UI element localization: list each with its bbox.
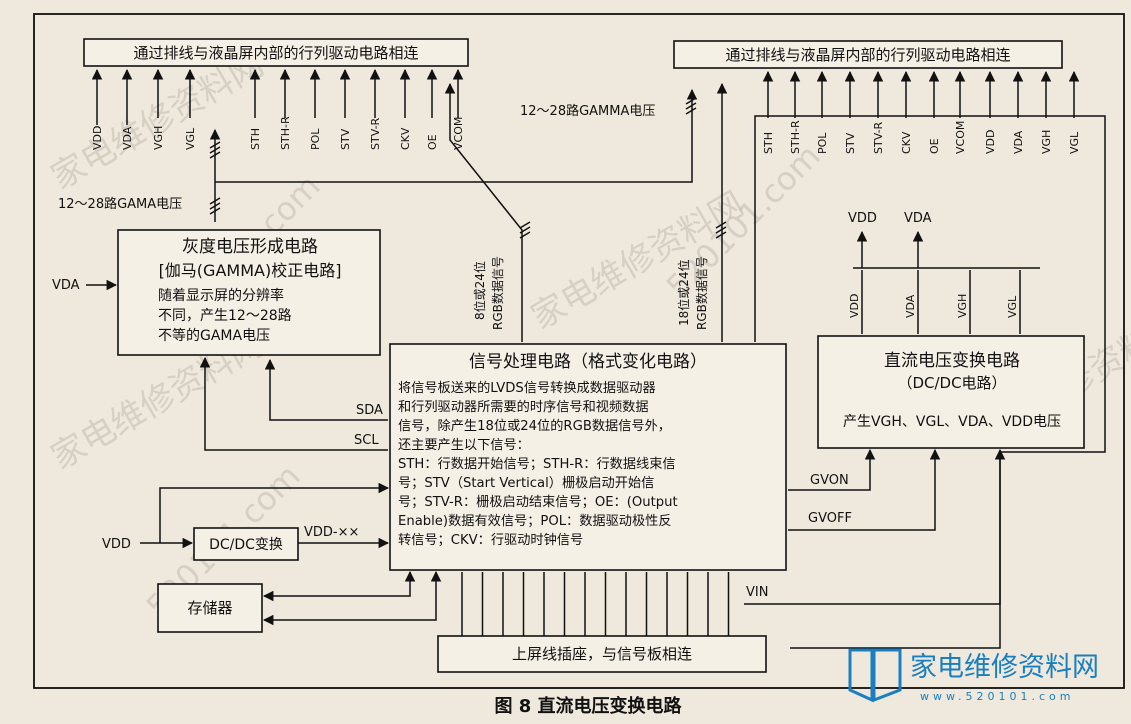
rgb-label-right-2: RGB数据信号 [694, 256, 709, 330]
gamma-box-subtitle: [伽马(GAMMA)校正电路] [159, 261, 342, 280]
right-pin-group: STH STH-R POL STV STV-R CKV OE VCOM VDD VDA VGH VGL [762, 70, 1081, 154]
out-vda-label: VDA [904, 211, 932, 226]
vin-label: VIN [746, 585, 768, 600]
site-logo: 家电维修资料网 www.520101.com [848, 648, 1099, 703]
left-pin-label: VDD [91, 126, 104, 150]
dcdc-box-title: 直流电压变换电路 [884, 351, 1020, 371]
rgb-bus-left [444, 82, 523, 342]
signal-box-line: 和行列驱动器所需要的时序信号和视频数据 [398, 399, 649, 415]
scl-line [199, 356, 388, 451]
dcdc-box [817, 335, 1085, 449]
scl-label: SCL [354, 433, 379, 448]
rgb-label-left-1: 8位或24位 [472, 261, 487, 320]
vin-line [744, 448, 1006, 605]
top-right-connector-label: 通过排线与液晶屏内部的行列驱动电路相连 [725, 46, 1010, 64]
signal-box-line: Enable)数据有效信号；POL：数据驱动极性反 [398, 513, 672, 529]
gvoff-line [788, 448, 941, 531]
right-pin-label: CKV [900, 131, 913, 154]
left-pin-label: VGH [152, 126, 165, 150]
bottom-bus-lines [461, 572, 730, 636]
right-pin-label: POL [816, 132, 829, 154]
right-pin-label: STH-R [789, 120, 802, 154]
gamma-label-right: 12～28路GAMMA电压 [520, 103, 655, 119]
right-pin-label: VDD [984, 130, 997, 154]
rgb-label-left-2: RGB数据信号 [490, 256, 505, 330]
dcdc-pin-group: VDD VDA VGH VGL [848, 270, 1021, 334]
signal-box-line: STH：行数据开始信号；STH-R：行数据线束信 [398, 456, 676, 472]
left-pin-label: OE [426, 134, 439, 150]
signal-box-description: 将信号板送来的LVDS信号转换成数据驱动器和行列驱动器所需要的时序信号和视频数据… [398, 380, 678, 548]
sda-label: SDA [356, 403, 383, 418]
right-bus-loop [754, 115, 1106, 649]
gamma-label-left: 12～28路GAMA电压 [58, 196, 182, 212]
top-right-connector-box [673, 40, 1063, 69]
outer-frame [33, 13, 1125, 689]
memory-box [157, 583, 263, 633]
memory-label: 存储器 [187, 599, 232, 617]
left-pin-label: CKV [399, 127, 412, 150]
gvoff-label: GVOFF [808, 511, 852, 526]
right-pin-label: STV-R [872, 121, 885, 154]
out-vdd-label: VDD [848, 211, 877, 226]
left-pin-label: VGL [184, 127, 197, 150]
right-pin-label: VGL [1068, 131, 1081, 154]
signal-box-line: 号；STV（Start Vertical）栅极启动开始信 [398, 475, 654, 491]
right-pin-label: VDA [1012, 130, 1025, 154]
right-pin-label: VGH [1040, 130, 1053, 154]
left-pin-label: POL [309, 128, 322, 150]
top-left-connector-label: 通过排线与液晶屏内部的行列驱动电路相连 [133, 44, 418, 62]
dcdc-pin-label: VGH [956, 294, 969, 318]
memory-line-2 [262, 570, 442, 626]
gvon-line [788, 448, 876, 491]
left-pin-label: STH [249, 128, 262, 150]
gamma-box-desc-1: 随着显示屏的分辨率 [158, 287, 284, 304]
right-pin-label: VCOM [954, 121, 967, 154]
gvon-label: GVON [810, 473, 849, 488]
dcdc-box-subtitle: （DC/DC电路） [897, 374, 1006, 392]
logo-url: www.520101.com [920, 690, 1074, 703]
bottom-connector-box [437, 635, 767, 673]
vdd-input-label: VDD [102, 537, 131, 552]
left-pin-stub [96, 118, 128, 125]
small-dcdc-label: DC/DC变换 [209, 536, 283, 553]
left-pin-group: VDD VDA VGH VGL STH STH-R POL STV STV-R CKV OE VCOM [91, 68, 465, 150]
right-pin-label: STH [762, 132, 775, 154]
dcdc-pin-label: VGL [1006, 295, 1019, 318]
vdd-direct-line [159, 482, 390, 543]
signal-box-line: 信号，除产生18位或24位的RGB数据信号外， [398, 418, 671, 434]
right-pin-label: STV [844, 132, 857, 154]
left-pin-label: STV-R [369, 117, 382, 150]
left-pin-label: STH-R [279, 116, 292, 150]
dcdc-pin-label: VDD [848, 294, 861, 318]
figure-caption: 图 8 直流电压变换电路 [494, 695, 682, 717]
bottom-connector-label: 上屏线插座，与信号板相连 [512, 645, 692, 663]
gamma-box-desc-3: 不等的GAMA电压 [158, 327, 270, 344]
signal-box-line: 转信号；CKV：行驱动时钟信号 [398, 531, 583, 548]
left-pin-label: STV [339, 128, 352, 150]
left-pin-label: VDA [121, 126, 134, 150]
dcdc-pin-label: VDA [904, 294, 917, 318]
gamma-box-title: 灰度电压形成电路 [182, 237, 318, 257]
gamma-bus-right [215, 88, 698, 183]
left-pin-label: VCOM [452, 117, 465, 150]
dcdc-box-desc: 产生VGH、VGL、VDA、VDD电压 [843, 414, 1061, 430]
vdd-xx-label: VDD-×× [304, 525, 359, 540]
gamma-box-desc-2: 不同，产生12～28路 [158, 308, 292, 324]
signal-box-title: 信号处理电路（格式变化电路） [469, 352, 707, 372]
rgb-label-right-1: 18位或24位 [676, 259, 691, 326]
small-dcdc-box [193, 527, 299, 561]
sda-line [264, 358, 388, 421]
signal-box-line: 还主要产生以下信号： [398, 437, 530, 453]
logo-name: 家电维修资料网 [910, 652, 1099, 683]
book-logo-icon [848, 648, 874, 703]
top-left-connector-box [83, 38, 469, 67]
signal-processing-box [389, 343, 787, 571]
right-pin-label: OE [928, 138, 941, 154]
signal-box-line: 号；STV-R：栅极启动结束信号；OE：(Output [398, 494, 678, 510]
vda-input-label: VDA [52, 278, 80, 293]
signal-box-line: 将信号板送来的LVDS信号转换成数据驱动器 [398, 380, 656, 396]
gamma-box [117, 229, 381, 356]
